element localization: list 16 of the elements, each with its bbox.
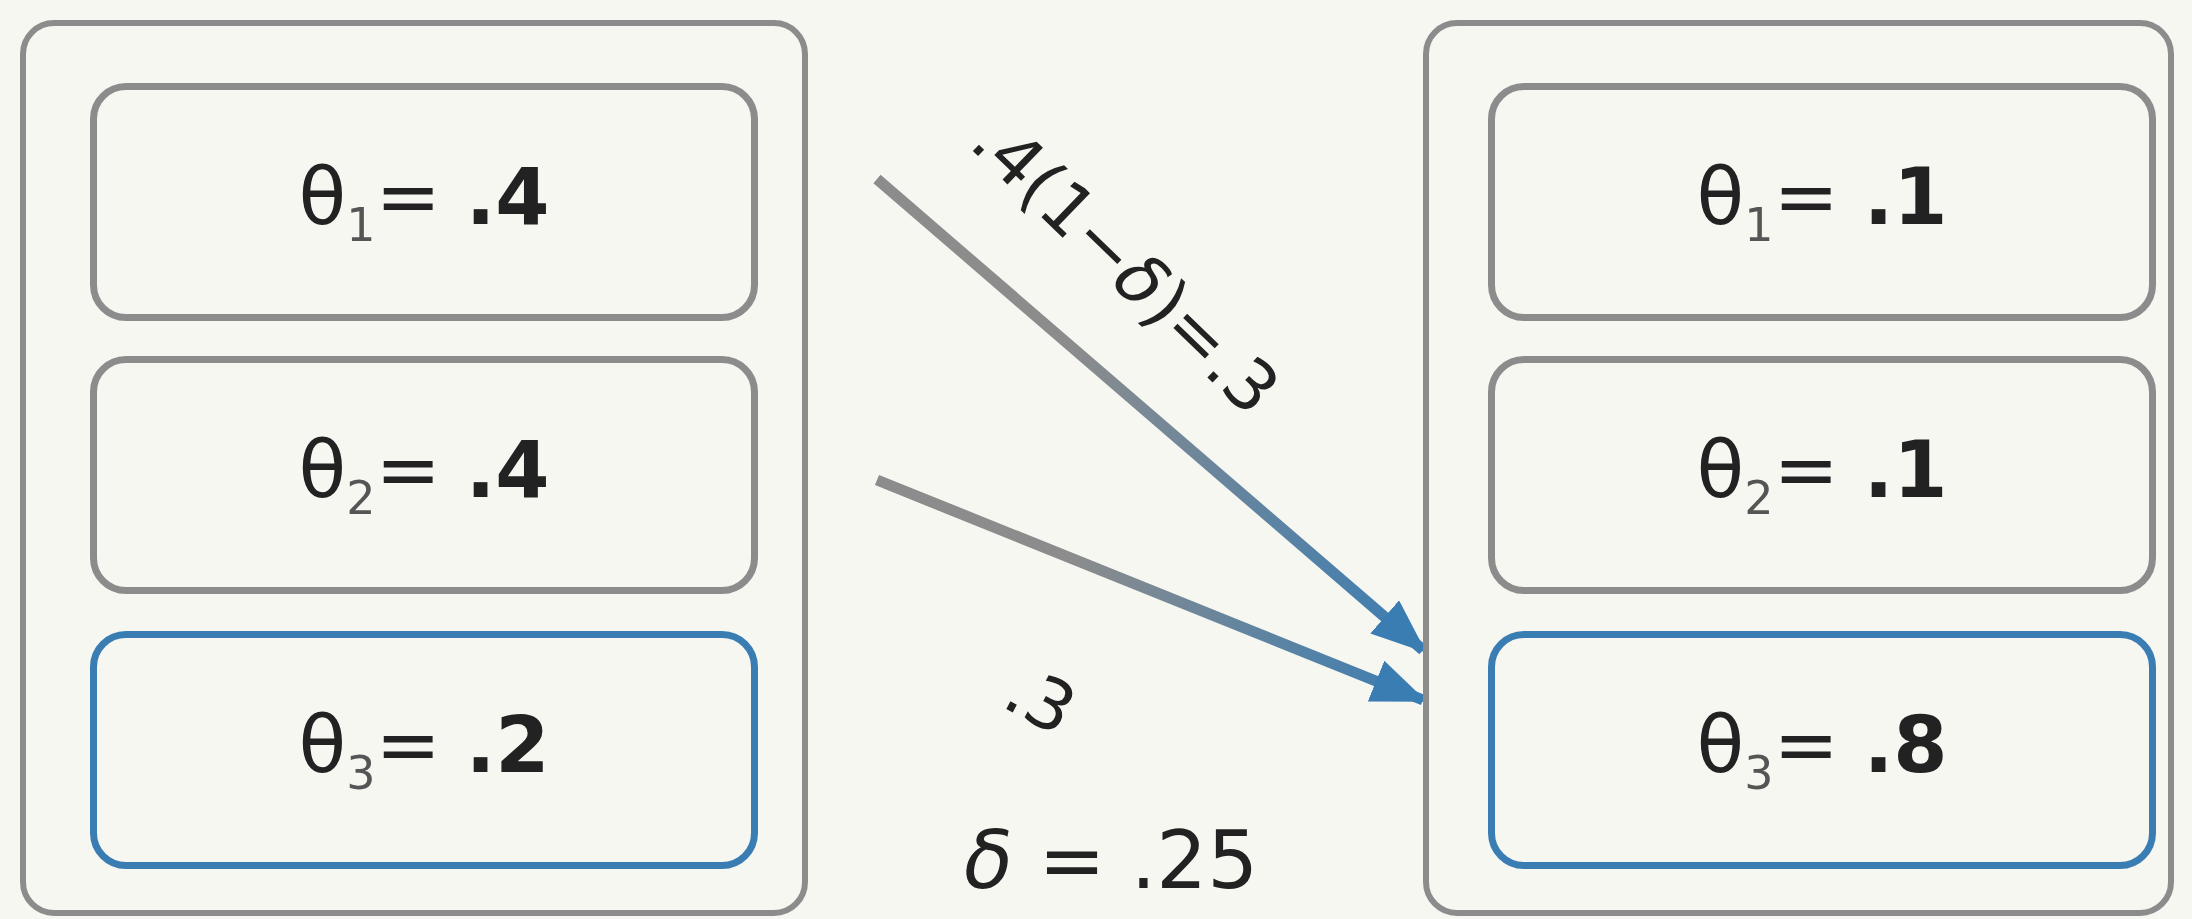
group-panel — [20, 20, 808, 916]
value-box — [1488, 631, 2156, 869]
value-box — [90, 83, 758, 321]
value-box — [1488, 83, 2156, 321]
parameter-text: θ$_{2}$= .4 — [298, 425, 550, 525]
value-box — [90, 356, 758, 594]
value-box — [90, 631, 758, 869]
parameter-text: θ$_{3}$= .8 — [1696, 700, 1948, 800]
parameter-text: θ$_{3}$= .2 — [298, 700, 550, 800]
group-panel — [1423, 20, 2174, 916]
parameter-text: θ$_{1}$= .4 — [298, 152, 550, 252]
parameter-text: θ$_{1}$= .1 — [1696, 152, 1948, 252]
edge-label: .3 — [991, 648, 1089, 752]
parameter-note: δ = .25 — [964, 813, 1259, 907]
value-box — [1488, 356, 2156, 594]
parameter-text: θ$_{2}$= .1 — [1696, 425, 1948, 525]
